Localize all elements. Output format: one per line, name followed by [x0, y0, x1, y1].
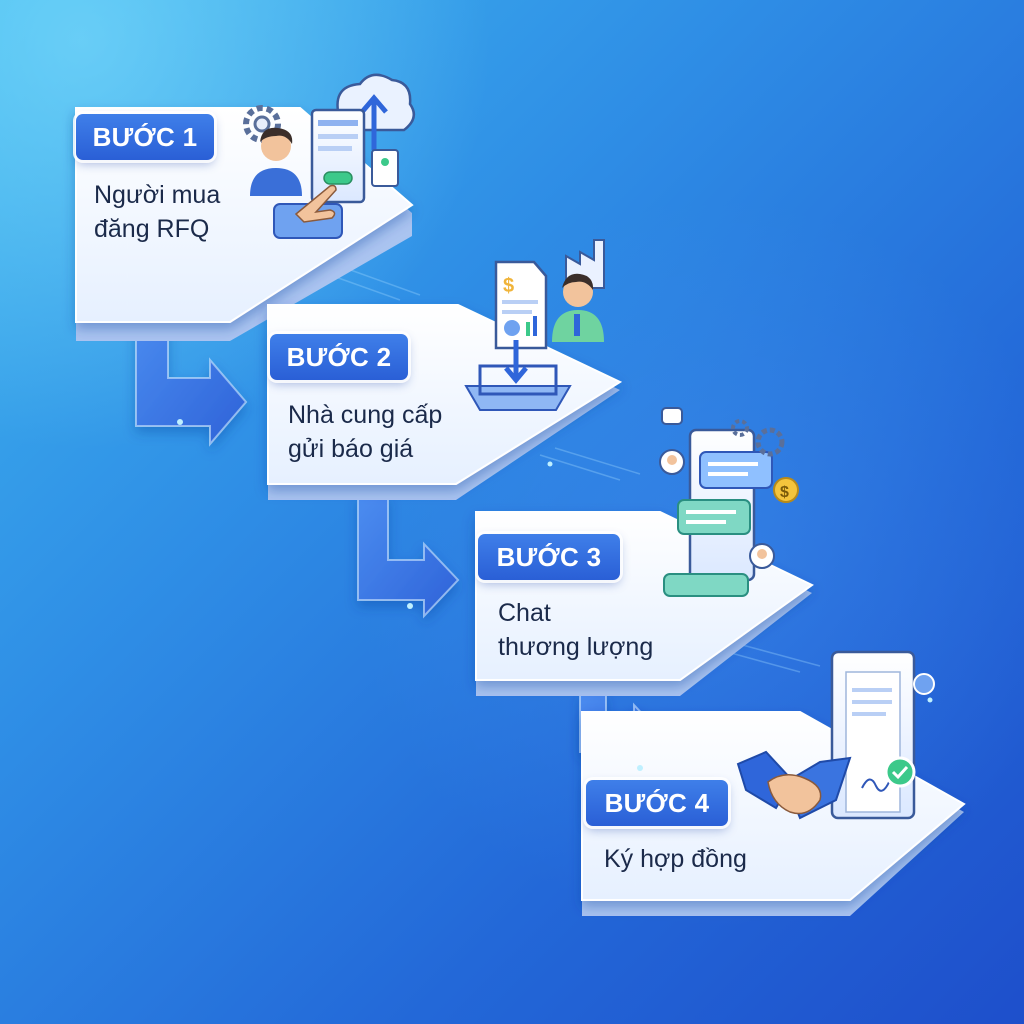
chat-icon — [659, 407, 775, 597]
step-badge-4: BƯỚC 4 — [586, 780, 728, 826]
step-badge-3: BƯỚC 3 — [478, 534, 620, 580]
step-label-1-line1: Người mua — [94, 181, 221, 209]
step-label-2-line2: gửi báo giá — [288, 435, 414, 463]
step-label-2-line1: Nhà cung cấp — [288, 401, 443, 429]
contract-icon — [830, 650, 916, 820]
check-icon — [884, 756, 916, 788]
gear-icon-small — [731, 419, 785, 457]
sparkles — [116, 228, 933, 771]
step-label-3-line1: Chat — [498, 599, 551, 627]
step-label-1: Người mua đăng RFQ — [94, 178, 220, 246]
step-label-4: Ký hợp đồng — [604, 842, 747, 876]
pointing-hand-icon — [273, 184, 343, 239]
step-label-1-line2: đăng RFQ — [94, 215, 210, 243]
step-label-3-line2: thương lượng — [498, 633, 654, 661]
step-badge-2: BƯỚC 2 — [270, 334, 408, 380]
document-icon — [310, 108, 399, 204]
step-label-3: Chat thương lượng — [498, 596, 653, 664]
svg-text:$: $ — [503, 275, 514, 297]
badge-coin-icon — [913, 673, 935, 695]
step-label-4-line1: Ký hợp đồng — [604, 845, 747, 873]
invoice-icon: $ — [494, 260, 548, 350]
step-badge-1: BƯỚC 1 — [76, 114, 214, 160]
connector-lines — [329, 267, 821, 673]
step-label-2: Nhà cung cấp gửi báo giá — [288, 398, 442, 466]
user-icon-supplier — [552, 273, 604, 342]
download-tray-icon — [464, 340, 572, 411]
handshake-icon — [736, 750, 852, 820]
svg-text:$: $ — [780, 484, 789, 501]
flow-arrow-2 — [357, 494, 460, 619]
user-icon — [250, 127, 302, 196]
dollar-icon: $ — [773, 477, 799, 503]
